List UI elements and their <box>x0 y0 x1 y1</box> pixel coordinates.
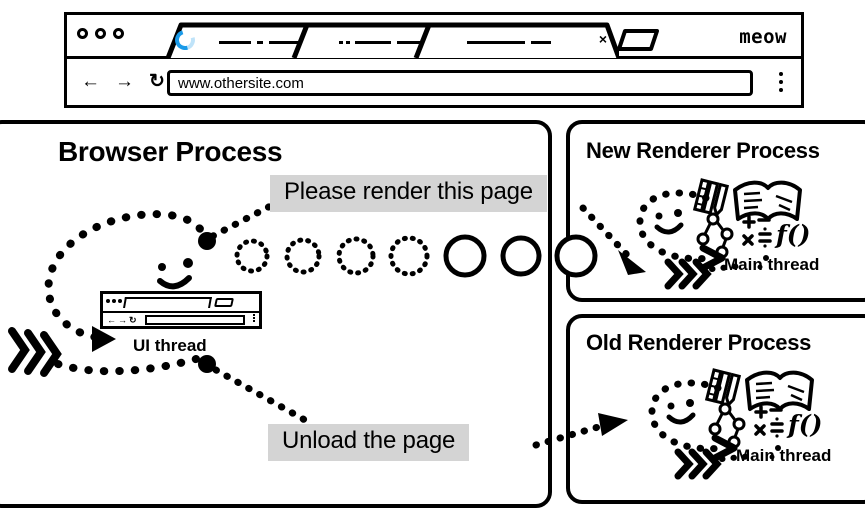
panel-title-old-renderer-process: Old Renderer Process <box>586 330 812 355</box>
tab-2[interactable]: × <box>407 22 619 59</box>
label-ui-thread: UI thread <box>133 336 207 355</box>
reload-icon[interactable]: ↻ <box>149 71 165 92</box>
browser-toolbar: ← → ↻ www.othersite.com <box>67 59 801 108</box>
window-controls[interactable] <box>77 28 124 39</box>
mini-tabstrip <box>103 294 259 313</box>
mini-toolbar: ←→↻ <box>103 311 259 326</box>
tab-close-icon-2[interactable]: × <box>598 31 607 47</box>
window-close-icon[interactable] <box>77 28 88 39</box>
message-unload-the-page: Unload the page <box>268 424 470 461</box>
new-tab-shape-icon <box>617 29 659 51</box>
label-main-thread-old: Main thread <box>736 446 832 465</box>
mini-new-tab-icon <box>214 298 234 307</box>
message-please-render-this-page: Please render this page <box>270 175 547 212</box>
panel-old-renderer-process <box>566 314 865 504</box>
browser-menu-icon[interactable] <box>779 72 783 92</box>
address-bar-value[interactable]: www.othersite.com <box>178 74 304 92</box>
panel-new-renderer-process <box>566 120 865 302</box>
panel-title-browser-process: Browser Process <box>58 136 283 167</box>
new-tab-button[interactable] <box>605 22 667 59</box>
forward-icon[interactable]: → <box>115 71 134 92</box>
window-minimize-icon[interactable] <box>95 28 106 39</box>
label-main-thread-new: Main thread <box>724 255 820 274</box>
mini-address-bar <box>145 315 245 325</box>
address-bar[interactable]: www.othersite.com <box>167 70 753 96</box>
mini-tab <box>123 297 212 308</box>
mini-window-controls-icon <box>106 299 122 303</box>
back-icon[interactable]: ← <box>81 71 100 92</box>
window-maximize-icon[interactable] <box>113 28 124 39</box>
mini-menu-icon <box>253 314 255 322</box>
tab-strip: × × × <box>67 15 801 59</box>
mini-nav-icons: ←→↻ <box>107 315 139 325</box>
panel-title-new-renderer-process: New Renderer Process <box>586 138 820 163</box>
browser-brand-label: meow <box>739 26 787 48</box>
ui-thread-browser-icon: ←→↻ <box>100 291 262 329</box>
browser-window: × × × <box>64 12 804 108</box>
